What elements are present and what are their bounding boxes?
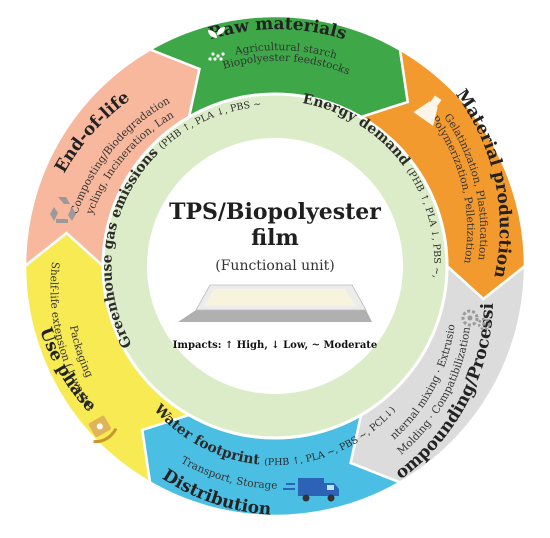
impact-ring-border	[101, 92, 449, 440]
impact-ring	[103, 94, 447, 438]
inner-ring	[101, 92, 449, 440]
package-hand-icon	[88, 415, 118, 444]
center-title-line2: film	[251, 225, 299, 251]
center-disc	[157, 148, 393, 384]
film-sheet-icon	[178, 284, 372, 322]
seedling-icon	[208, 27, 225, 61]
impact-legend: Impacts: ↑ High, ↓ Low, ~ Moderate	[173, 340, 378, 351]
center-title-line1: TPS/Biopolyester	[169, 199, 381, 225]
center-subtitle: (Functional unit)	[215, 258, 334, 274]
flask-icon	[413, 95, 442, 126]
truck-icon	[283, 478, 339, 502]
recycle-icon	[50, 197, 76, 223]
gears-icon	[461, 309, 491, 331]
